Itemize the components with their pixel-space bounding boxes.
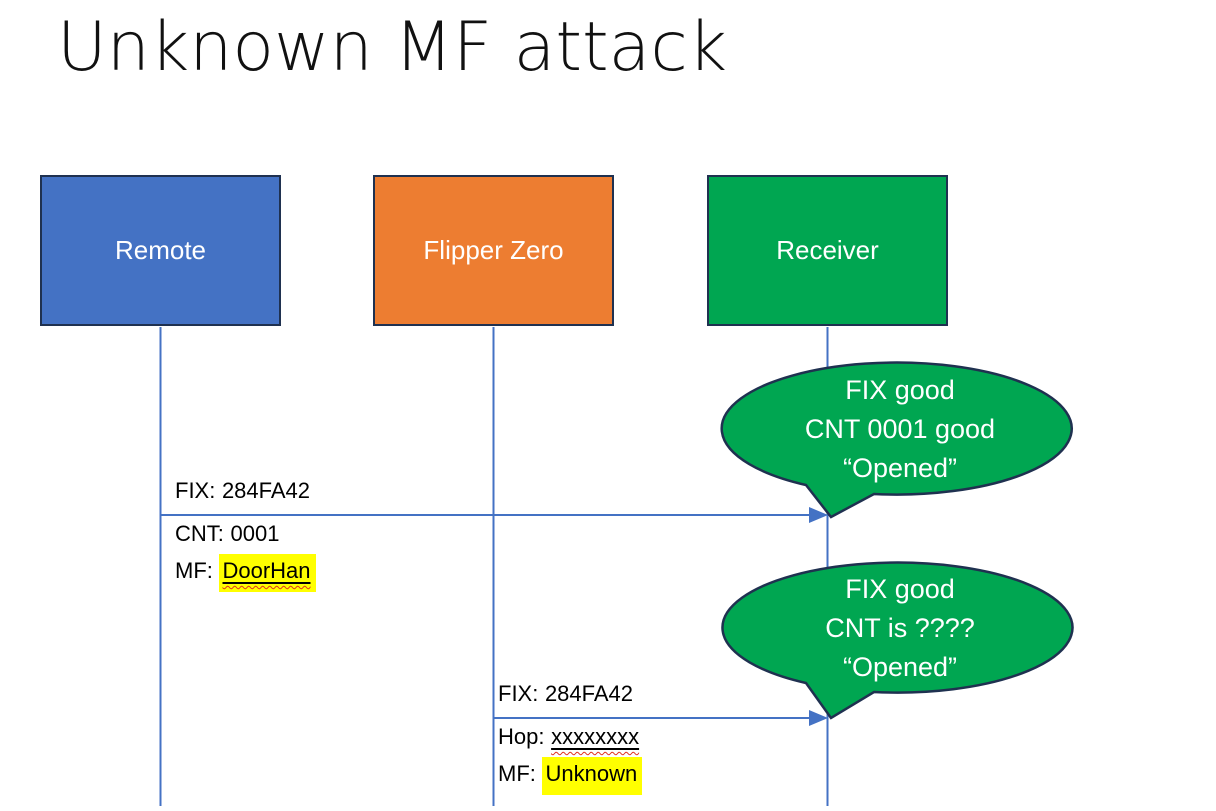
message-arrow-1-arrowhead-icon [809,507,828,523]
message-1-row-cnt: CNT:0001 [175,520,279,548]
callout-1-text: FIX good CNT 0001 good “Opened” [730,371,1070,488]
message-2-mf-highlight: Unknown [542,757,643,795]
actor-box-receiver: Receiver [707,175,948,326]
message-1-row-mf: MF: DoorHan [175,554,316,592]
message-2-hop-value: xxxxxxxx [551,724,640,749]
message-2-fix-value: 284FA42 [544,681,634,706]
message-arrow-2-arrowhead-icon [809,710,828,726]
message-2-row-mf: MF: Unknown [498,757,643,795]
callout-2-line-1: FIX good [845,574,955,604]
message-1-cnt-label: CNT: [175,521,224,546]
message-1-cnt-value: 0001 [230,521,280,546]
callout-1-line-3: “Opened” [842,453,958,483]
message-2-hop-squiggle: xxxxxxxx [551,724,639,749]
callout-1-line-1: FIX good [845,375,955,405]
actor-label-receiver: Receiver [776,235,879,265]
callout-bubble-1 [720,361,1073,519]
message-2-fix-label: FIX: [498,681,539,706]
actor-label-remote: Remote [114,235,207,265]
actor-label-flipper-zero: Flipper Zero [423,235,564,265]
callout-2-line-3: “Opened” [842,652,958,682]
callout-2-text: FIX good CNT is ???? “Opened” [730,570,1070,687]
message-1-fix-value: 284FA42 [221,478,311,503]
callout-bubble-2 [721,561,1074,720]
actor-box-remote: Remote [40,175,281,326]
message-1-mf-label: MF: [175,558,213,583]
message-1-fix-label: FIX: [175,478,216,503]
message-2-mf-label: MF: [498,761,536,786]
message-1-row-fix: FIX:284FA42 [175,477,310,505]
slide-title: Unknown MF attack [57,8,728,87]
callout-1-line-2: CNT 0001 good [804,414,996,444]
message-2-mf-value: Unknown [545,761,638,786]
message-2-row-hop: Hop:xxxxxxxx [498,723,639,751]
actor-box-flipper-zero: Flipper Zero [373,175,614,326]
message-2-row-fix: FIX:284FA42 [498,680,633,708]
message-2-hop-label: Hop: [498,724,545,749]
callout-2-line-2: CNT is ???? [825,613,975,643]
message-1-mf-value: DoorHan [222,558,311,583]
message-1-mf-highlight: DoorHan [219,554,316,592]
